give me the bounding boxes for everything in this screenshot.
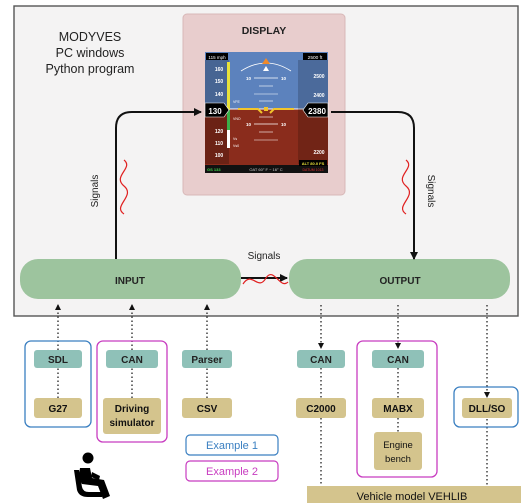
- csv-label: CSV: [197, 404, 218, 415]
- pfd-pitch-mark: 10: [246, 122, 252, 127]
- display-title: DISPLAY: [242, 25, 287, 37]
- pfd-pitch-mark: 10: [246, 76, 252, 81]
- dll-box: [462, 398, 512, 418]
- output-block: [289, 259, 510, 299]
- input-label: INPUT: [115, 276, 145, 287]
- pfd-alt-tag: ALT 80.0 FS: [302, 161, 325, 166]
- pfd-pitch-mark: 10: [281, 76, 287, 81]
- dotted-connectors: [55, 304, 490, 486]
- parser-label: Parser: [191, 355, 222, 366]
- driving-simulator-box: [103, 398, 161, 434]
- signals-label-middle: Signals: [248, 251, 281, 262]
- system-os: PC windows: [56, 46, 125, 60]
- csv-box: [182, 398, 232, 418]
- can-driving-group-frame: [96, 340, 168, 443]
- driving-simulator-label: simulator: [109, 418, 154, 429]
- legend-example-2-label: Example 2: [206, 466, 258, 478]
- signal-wave-left: [119, 159, 128, 215]
- pfd-alt-header: 2500 ft: [308, 55, 323, 61]
- driving-simulator-label: Driving: [115, 404, 149, 415]
- signals-label-left: Signals: [90, 175, 101, 208]
- primary-flight-display: 115 mph 2500 ft 160 150 140 120 110 100 …: [204, 52, 329, 173]
- legend-example-1-label: Example 1: [206, 440, 258, 452]
- pfd-oat: OAT 60° F ~ 16° C: [249, 167, 282, 172]
- sdl-label: SDL: [48, 355, 68, 366]
- pfd-speed-tick: 110: [215, 141, 223, 147]
- pfd-vno: VNO: [233, 117, 241, 121]
- engine-bench-label: Engine: [383, 440, 413, 451]
- can-mabx-label: CAN: [387, 355, 409, 366]
- signal-wave-right: [401, 159, 410, 215]
- engine-bench-label: bench: [385, 454, 411, 465]
- dll-group-frame: [453, 386, 519, 428]
- pfd-speed-tick: 150: [215, 79, 224, 85]
- pfd-speed-tick: 100: [215, 153, 224, 159]
- can-input-box: [106, 350, 158, 368]
- sdl-group-frame: [24, 340, 92, 428]
- vehicle-model-label: Vehicle model VEHLIB: [357, 491, 468, 503]
- can-output-label: CAN: [310, 355, 332, 366]
- c2000-label: C2000: [306, 404, 336, 415]
- pfd-ground-speed: GS 133: [207, 167, 221, 172]
- output-label: OUTPUT: [379, 276, 420, 287]
- pfd-speed-current: 130: [208, 107, 222, 116]
- parser-box: [182, 350, 232, 368]
- c2000-box: [296, 398, 346, 418]
- pfd-speed-tick: 120: [215, 129, 224, 135]
- can-input-label: CAN: [121, 355, 143, 366]
- can-mabx-group-frame: [356, 340, 438, 478]
- pfd-speed-tick: 160: [215, 67, 224, 73]
- pfd-pitch-mark: 10: [281, 122, 287, 127]
- pfd-vfe: VFE: [233, 100, 240, 104]
- pfd-alt-tick: 2500: [313, 74, 324, 80]
- can-mabx-box: [372, 350, 424, 368]
- pfd-speed-tick: 140: [215, 92, 224, 98]
- pfd-speed-unit: 115 mph: [208, 55, 226, 60]
- signals-label-right: Signals: [425, 175, 436, 208]
- pfd-alt-tick: 2400: [313, 93, 324, 99]
- pfd-vs: Vs: [233, 137, 237, 141]
- signal-wave-middle: [242, 274, 289, 285]
- can-output-box: [297, 350, 345, 368]
- pfd-alt-current: 2380: [308, 107, 326, 116]
- g27-box: [34, 398, 82, 418]
- legend-example-1: [185, 434, 279, 456]
- sdl-box: [34, 350, 82, 368]
- system-program: Python program: [46, 62, 135, 76]
- input-block: [20, 259, 241, 299]
- input-to-display-arrow: [115, 108, 202, 259]
- display-to-output-arrow: [331, 111, 418, 260]
- dll-label: DLL/SO: [469, 404, 506, 415]
- mabx-label: MABX: [383, 404, 413, 415]
- legend-example-2: [185, 460, 279, 482]
- seated-person-icon: [74, 452, 110, 499]
- engine-bench-box: [374, 432, 422, 470]
- vehicle-model-bar: [307, 486, 521, 503]
- mabx-box: [372, 398, 424, 418]
- system-name: MODYVES: [59, 30, 122, 44]
- pfd-vs0: Vs0: [233, 144, 239, 148]
- g27-label: G27: [49, 404, 68, 415]
- pfd-alt-sub: DATUM 1013: [303, 168, 324, 172]
- pfd-alt-tick: 2200: [313, 150, 324, 156]
